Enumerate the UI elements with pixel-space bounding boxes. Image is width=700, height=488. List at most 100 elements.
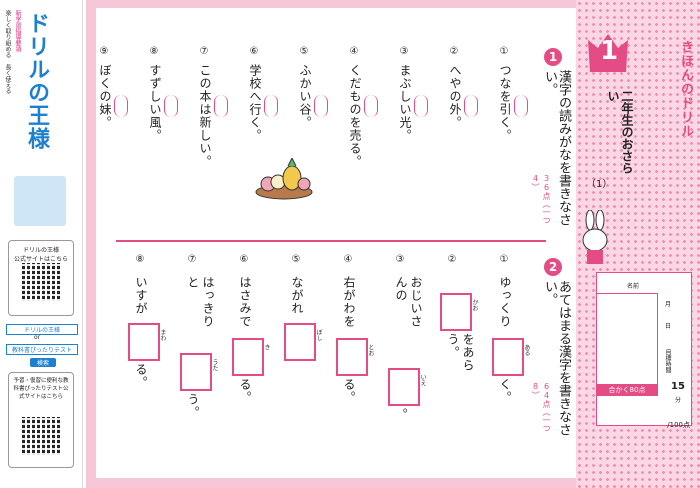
name-field[interactable] — [597, 293, 658, 386]
q1-item-number: ① — [499, 46, 509, 57]
question-1-instruction: 漢字の読みがなを書きなさい。 — [542, 70, 571, 226]
q1-item-number: ⑧ — [149, 46, 159, 57]
q1-item-text: くだものを売る。 — [348, 64, 362, 168]
search-box-2[interactable]: 教科書ぴったりテスト — [6, 344, 78, 355]
promo-box[interactable]: 予習・復習に便利な教科書ぴったりテスト公式サイトはこちら — [8, 372, 74, 468]
q1-answer-bracket[interactable] — [314, 94, 328, 122]
q1-answer-bracket[interactable] — [264, 94, 278, 122]
q2-item-text: いすが — [134, 276, 148, 315]
q2-item-tail: 。 — [394, 408, 408, 421]
q2-answer-box[interactable] — [336, 338, 368, 376]
q1-item-number: ⑨ — [99, 46, 109, 57]
q2-item-text: ながれ — [290, 276, 304, 315]
q2-item-tail: をあらう。 — [446, 333, 475, 372]
q1-item-number: ② — [449, 46, 459, 57]
pass-badge: 合かく80点 — [596, 384, 658, 396]
target-minutes: 15 — [671, 381, 685, 392]
q1-answer-bracket[interactable] — [364, 94, 378, 122]
site-sub: 公式サイトはこちら — [13, 256, 68, 263]
q1-item-text: へやの外。 — [448, 64, 462, 129]
q1-item-text: ふかい谷。 — [298, 64, 312, 129]
official-site-box[interactable]: ドリルの王様公式サイトはこちら — [8, 240, 74, 316]
q2-item-number: ⑧ — [135, 254, 145, 265]
q2-item-tail: る。 — [134, 363, 148, 389]
promo-text: 予習・復習に便利な教科書ぴったりテスト公式サイトはこちら — [13, 378, 69, 400]
q1-item-text: 学校へ行く。 — [248, 64, 262, 142]
q1-item-text: ぼくの妹。 — [98, 64, 112, 129]
q2-item-tail: る。 — [342, 378, 356, 404]
question-1-points: 36点（一つ4） — [531, 174, 551, 224]
unit-number: 1 — [599, 36, 619, 66]
q2-furigana: ぼし — [315, 329, 322, 341]
q2-answer-box[interactable] — [128, 323, 160, 361]
qr-code-icon-2[interactable] — [22, 417, 60, 455]
q2-item-text: はっきりと — [186, 276, 215, 328]
q1-item-text: つなを引く。 — [498, 64, 512, 142]
q1-item-number: ④ — [349, 46, 359, 57]
site-label: ドリルの王様 — [22, 247, 59, 254]
q2-item-tail: く。 — [498, 378, 512, 404]
q2-item-text: おじいさんの — [394, 276, 423, 328]
q2-item-tail: う。 — [186, 393, 200, 419]
name-date-box: 名前 月 日 目標時間 15 分 — [596, 272, 692, 426]
month-label: 月 — [665, 301, 672, 308]
q1-answer-bracket[interactable] — [514, 94, 528, 122]
crown-icon — [588, 34, 628, 72]
target-label: 目標時間 — [664, 349, 671, 373]
qr-code-icon[interactable] — [22, 263, 60, 301]
series-title: きほんのドリル — [678, 40, 693, 138]
q2-answer-box[interactable] — [180, 353, 212, 391]
search-box-1[interactable]: ドリルの王様 — [6, 324, 78, 335]
q1-item-text: すずしい風。 — [148, 64, 162, 142]
q2-furigana: とお — [367, 344, 374, 356]
worksheet: 1 漢字の読みがなを書きなさい。 36点（一つ4） ① つなを引く。 ② へやの外。 ③… — [86, 0, 700, 488]
q2-item-number: ② — [447, 254, 457, 265]
page-subtitle: （1） — [586, 179, 613, 190]
q2-answer-box[interactable] — [492, 338, 524, 376]
q2-furigana: ある — [523, 344, 530, 356]
strip-tagline-2: 新学習指導要領 — [14, 10, 21, 52]
q2-answer-box[interactable] — [440, 293, 472, 331]
strip-tagline: 楽しく取り組める 長く使える — [4, 10, 11, 94]
question-2-points: 64点（一つ8） — [531, 382, 551, 432]
q2-furigana: いえ — [419, 374, 426, 386]
q2-item-number: ⑤ — [291, 254, 301, 265]
q2-item-number: ③ — [395, 254, 405, 265]
q2-answer-box[interactable] — [232, 338, 264, 376]
q1-answer-bracket[interactable] — [164, 94, 178, 122]
q1-item-number: ⑥ — [249, 46, 259, 57]
search-button[interactable]: 検索 — [30, 358, 56, 367]
rabbit-mascot-icon — [578, 209, 608, 266]
score-field[interactable]: /100点 — [596, 420, 690, 438]
logo: ドリルの王様 — [24, 12, 49, 150]
q2-item-number: ⑥ — [239, 254, 249, 265]
question-1-number: 1 — [544, 48, 562, 66]
q2-answer-box[interactable] — [284, 323, 316, 361]
strip-illustration — [14, 176, 66, 226]
divider — [116, 240, 546, 242]
name-label: 名前 — [627, 283, 640, 290]
q2-item-text: ゆっくり — [498, 276, 512, 328]
q1-answer-bracket[interactable] — [464, 94, 478, 122]
q2-answer-box[interactable] — [388, 368, 420, 406]
q1-item-number: ⑤ — [299, 46, 309, 57]
q1-item-number: ⑦ — [199, 46, 209, 57]
q1-answer-bracket[interactable] — [414, 94, 428, 122]
q1-answer-bracket[interactable] — [114, 94, 128, 122]
page-title: 二年生のおさらい — [606, 90, 634, 174]
worksheet-paper: 1 漢字の読みがなを書きなさい。 36点（一つ4） ① つなを引く。 ② へやの外。 ③… — [96, 8, 576, 478]
or-text: or — [34, 334, 41, 341]
q1-answer-bracket[interactable] — [214, 94, 228, 122]
question-2-number: 2 — [544, 258, 562, 276]
q2-furigana: うた — [211, 359, 218, 371]
q1-item-number: ③ — [399, 46, 409, 57]
title-panel: 1 二年生のおさらい （1） きほんのドリル 名前 月 日 目標時間 15 分 … — [576, 0, 700, 488]
q1-item-text: まぶしい光。 — [398, 64, 412, 142]
q2-furigana: まわ — [159, 329, 166, 341]
minutes-unit: 分 — [675, 397, 682, 404]
q1-item-text: この本は新しい。 — [198, 64, 212, 168]
score-label: /100点 — [667, 421, 690, 429]
promo-strip: 楽しく取り組める 長く使える 新学習指導要領 ドリルの王様 ドリルの王様公式サイ… — [0, 0, 83, 488]
day-label: 日 — [665, 323, 672, 330]
q2-item-number: ④ — [343, 254, 353, 265]
